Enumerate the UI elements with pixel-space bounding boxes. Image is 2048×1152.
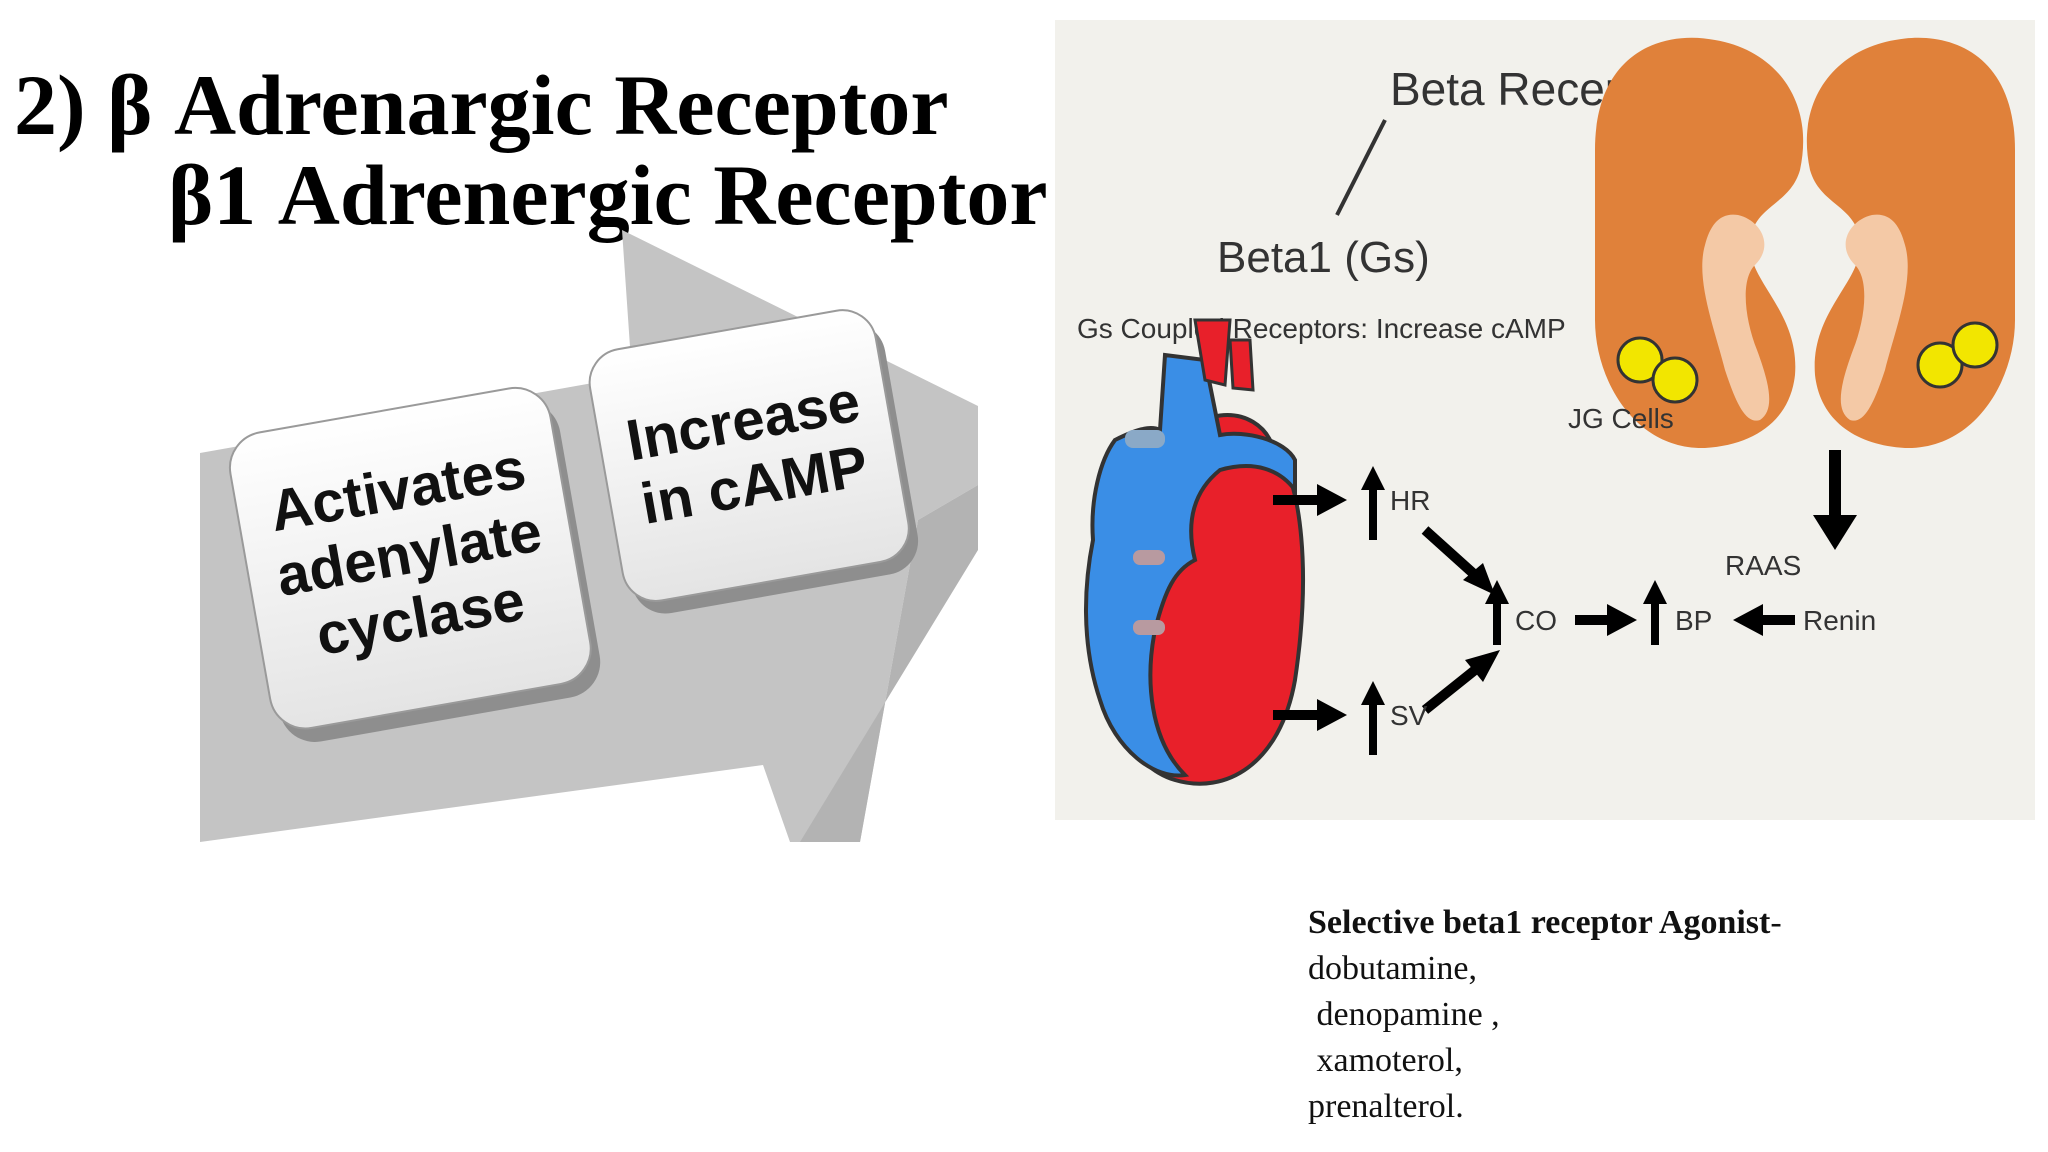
beta-receptor-diagram: Beta Receptors Beta1 (Gs) Gs Coupled Rec… [1055,20,2035,820]
agonist-list: Selective beta1 receptor Agonist- dobuta… [1308,900,1782,1130]
arrow-keys-graphic: Activates adenylate cyclase Increase in … [200,230,978,842]
arrow-shadow-face [800,485,978,842]
label-beta1-gs: Beta1 (Gs) [1217,233,1430,282]
jg-dot-3 [1916,341,1964,389]
jg-dot-1 [1616,336,1664,384]
flow-arrows [1273,450,1857,755]
connector-line [1335,119,1387,216]
kidneys-icon [1595,37,2015,449]
label-hr: HR [1390,485,1430,516]
drug-item: dobutamine, [1308,950,1478,987]
jg-dot-2 [1651,356,1699,404]
agonist-heading-text: Selective beta1 receptor Agonist [1308,904,1771,941]
label-co: CO [1515,605,1557,636]
drug-item: prenalterol. [1308,1088,1464,1125]
label-gs-coupled: Gs Coupled Receptors: Increase cAMP [1077,313,1566,344]
drug-item: denopamine , [1308,996,1500,1033]
label-jg-cells: JG Cells [1568,403,1674,434]
agonist-heading: Selective beta1 receptor Agonist- [1308,900,1782,946]
label-bp: BP [1675,605,1712,636]
jg-dot-4 [1951,321,1999,369]
key-increase-in-camp: Increase in cAMP [588,309,919,614]
label-raas: RAAS [1725,550,1801,581]
label-renin: Renin [1803,605,1876,636]
drug-item: xamoterol, [1308,1042,1463,1079]
key-activates-adenylate-cyclase: Activates adenylate cyclase [228,386,601,742]
label-sv: SV [1390,700,1428,731]
title-line-1: 2) β Adrenargic Receptor [14,57,949,153]
agonist-heading-suffix: - [1770,904,1782,941]
title-line-2: β1 Adrenergic Receptor [168,147,1048,243]
heart-icon [1084,318,1305,786]
